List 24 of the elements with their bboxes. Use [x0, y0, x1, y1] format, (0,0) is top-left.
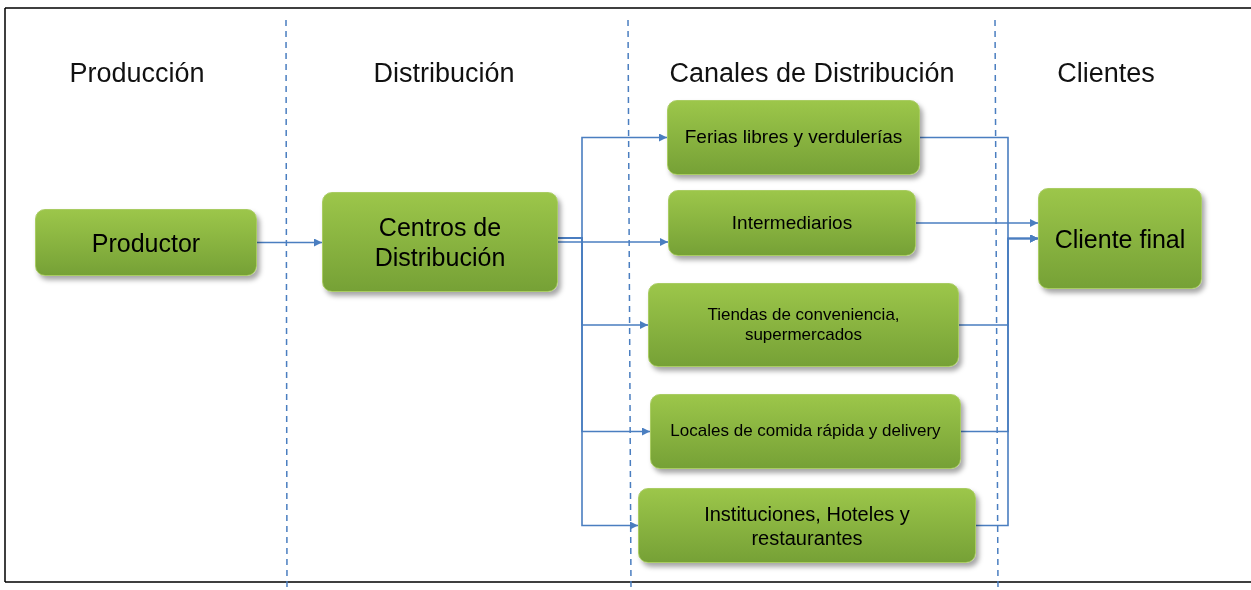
process-box	[667, 100, 920, 175]
node-label: Cliente final	[1054, 223, 1186, 254]
process-box	[1038, 188, 1202, 289]
arrow	[256, 238, 323, 247]
node-label: Locales de comida rápida y delivery	[670, 421, 941, 442]
arrow	[557, 238, 669, 246]
process-box	[650, 394, 961, 469]
process-box	[638, 488, 976, 563]
column-heading: Canales de Distribución	[669, 58, 955, 89]
node-label: Ferias libres y verdulerías	[684, 126, 903, 149]
column-heading: Producción	[69, 58, 205, 89]
process-box	[668, 190, 916, 256]
node-label: Instituciones, Hoteles y restaurantes	[703, 501, 911, 550]
column-heading: Distribución	[373, 58, 515, 89]
node-label: Tiendas de conveniencia, supermercados	[706, 304, 901, 346]
node-label: Productor	[91, 227, 201, 258]
node-label: Centros de Distribución	[373, 212, 507, 272]
node-label: Intermediarios	[731, 211, 853, 235]
process-box	[35, 209, 257, 276]
process-box	[648, 283, 959, 367]
arrow	[915, 219, 1039, 227]
arrow	[975, 234, 1039, 527]
column-heading: Clientes	[1057, 58, 1155, 89]
process-box	[322, 192, 558, 292]
